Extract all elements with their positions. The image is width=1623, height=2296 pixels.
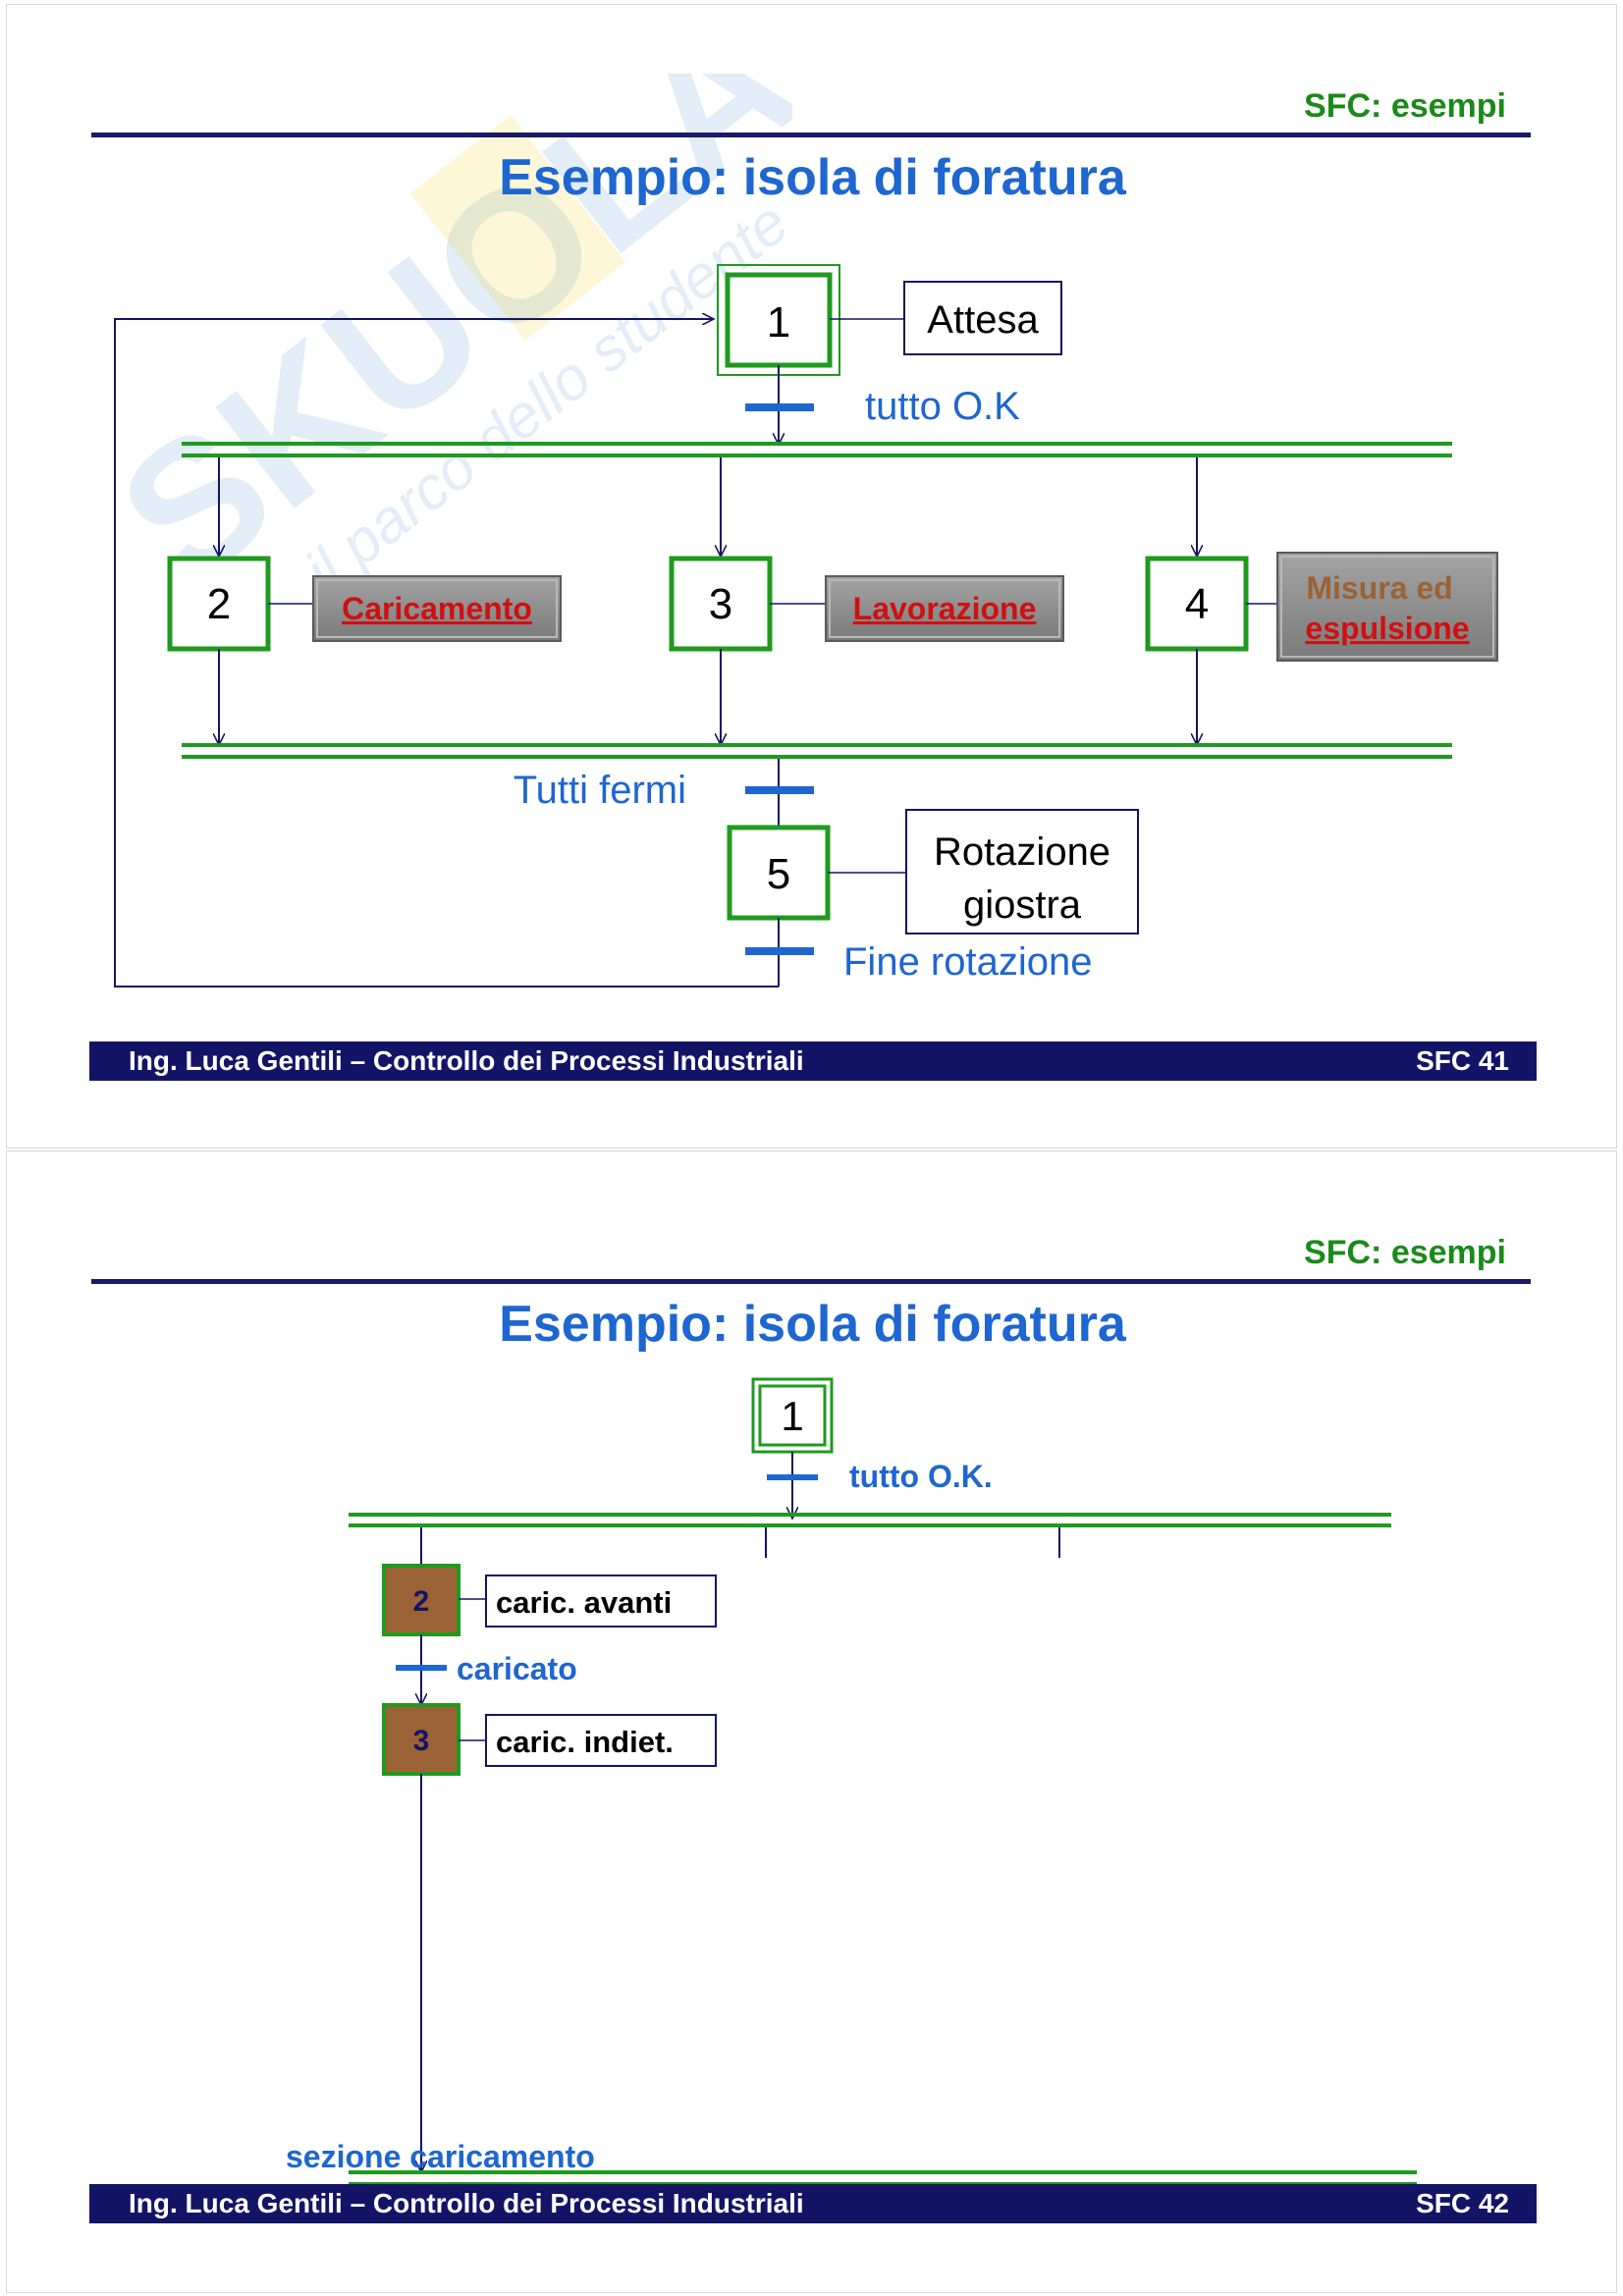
step-5: 5 xyxy=(727,825,831,921)
loop-return-line xyxy=(114,319,779,988)
action-lavorazione: Lavorazione xyxy=(825,575,1064,642)
step-2: 2 xyxy=(167,556,271,652)
action-misura-line1: Misura ed xyxy=(1306,570,1452,606)
header-rule xyxy=(91,1279,1531,1284)
action-attesa-label: Attesa xyxy=(927,298,1039,342)
slide-title: Esempio: isola di foratura xyxy=(499,1296,1126,1353)
step-3: 3 xyxy=(382,1703,460,1776)
step-3-number: 3 xyxy=(709,580,732,628)
action-caricamento-label: Caricamento xyxy=(342,591,532,626)
step-2: 2 xyxy=(382,1564,460,1636)
footer-course: Ing. Luca Gentili – Controllo dei Proces… xyxy=(129,1045,804,1076)
step-2-number: 2 xyxy=(207,580,231,628)
footer-course: Ing. Luca Gentili – Controllo dei Proces… xyxy=(129,2188,804,2218)
action-caric-avanti-label: caric. avanti xyxy=(496,1585,672,1620)
footer-page-number: SFC 41 xyxy=(1416,1045,1509,1076)
action-rotazione-line1: Rotazione xyxy=(934,830,1110,874)
transition-label-1: tutto O.K. xyxy=(849,1459,993,1494)
header-rule xyxy=(91,133,1531,137)
step-1-number: 1 xyxy=(781,1393,803,1439)
step-4: 4 xyxy=(1145,556,1249,652)
section-tag: SFC: esempi xyxy=(1304,87,1506,125)
transition-label-2: Tutti fermi xyxy=(514,769,686,812)
action-rotazione-giostra: Rotazione giostra xyxy=(905,809,1139,934)
sfc-diagram: 1 Attesa tutto O.K 2 Caricamento xyxy=(114,264,1498,988)
action-espulsione-line2: espulsione xyxy=(1305,611,1469,646)
footer-page-number: SFC 42 xyxy=(1416,2188,1509,2218)
footer-bar: Ing. Luca Gentili – Controllo dei Proces… xyxy=(89,2184,1537,2223)
step-1: 1 xyxy=(717,264,840,376)
step-5-number: 5 xyxy=(767,850,790,898)
step-1-number: 1 xyxy=(767,298,790,347)
section-tag: SFC: esempi xyxy=(1304,1234,1506,1271)
action-caric-indiet: caric. indiet. xyxy=(485,1714,717,1767)
slide-41: SKUOLA.net il parco dello studente SFC: … xyxy=(6,4,1617,1148)
action-caric-avanti: caric. avanti xyxy=(485,1575,717,1628)
sfc-diagram: 1 tutto O.K. 2 caric. avanti caricato xyxy=(349,1377,1417,2186)
action-attesa: Attesa xyxy=(903,281,1062,355)
action-giostra-line2: giostra xyxy=(963,883,1082,927)
footer-bar: Ing. Luca Gentili – Controllo dei Proces… xyxy=(89,1041,1537,1081)
transition-label-3: Fine rotazione xyxy=(843,940,1092,984)
action-misura-espulsione: Misura ed espulsione xyxy=(1276,552,1498,662)
step-3: 3 xyxy=(669,556,773,652)
slide-42: SFC: esempi Esempio: isola di foratura 1… xyxy=(6,1150,1617,2293)
action-lavorazione-label: Lavorazione xyxy=(853,591,1037,626)
step-4-number: 4 xyxy=(1185,580,1209,628)
step-1: 1 xyxy=(751,1377,834,1454)
action-caricamento: Caricamento xyxy=(312,575,562,642)
transition-label-1: tutto O.K xyxy=(865,385,1020,428)
action-caric-indiet-label: caric. indiet. xyxy=(496,1725,674,1759)
step-2-number: 2 xyxy=(413,1585,430,1618)
transition-label-2: caricato xyxy=(457,1651,577,1686)
step-3-number: 3 xyxy=(413,1725,430,1757)
section-label: sezione caricamento xyxy=(286,2139,595,2174)
slide-title: Esempio: isola di foratura xyxy=(499,149,1126,206)
